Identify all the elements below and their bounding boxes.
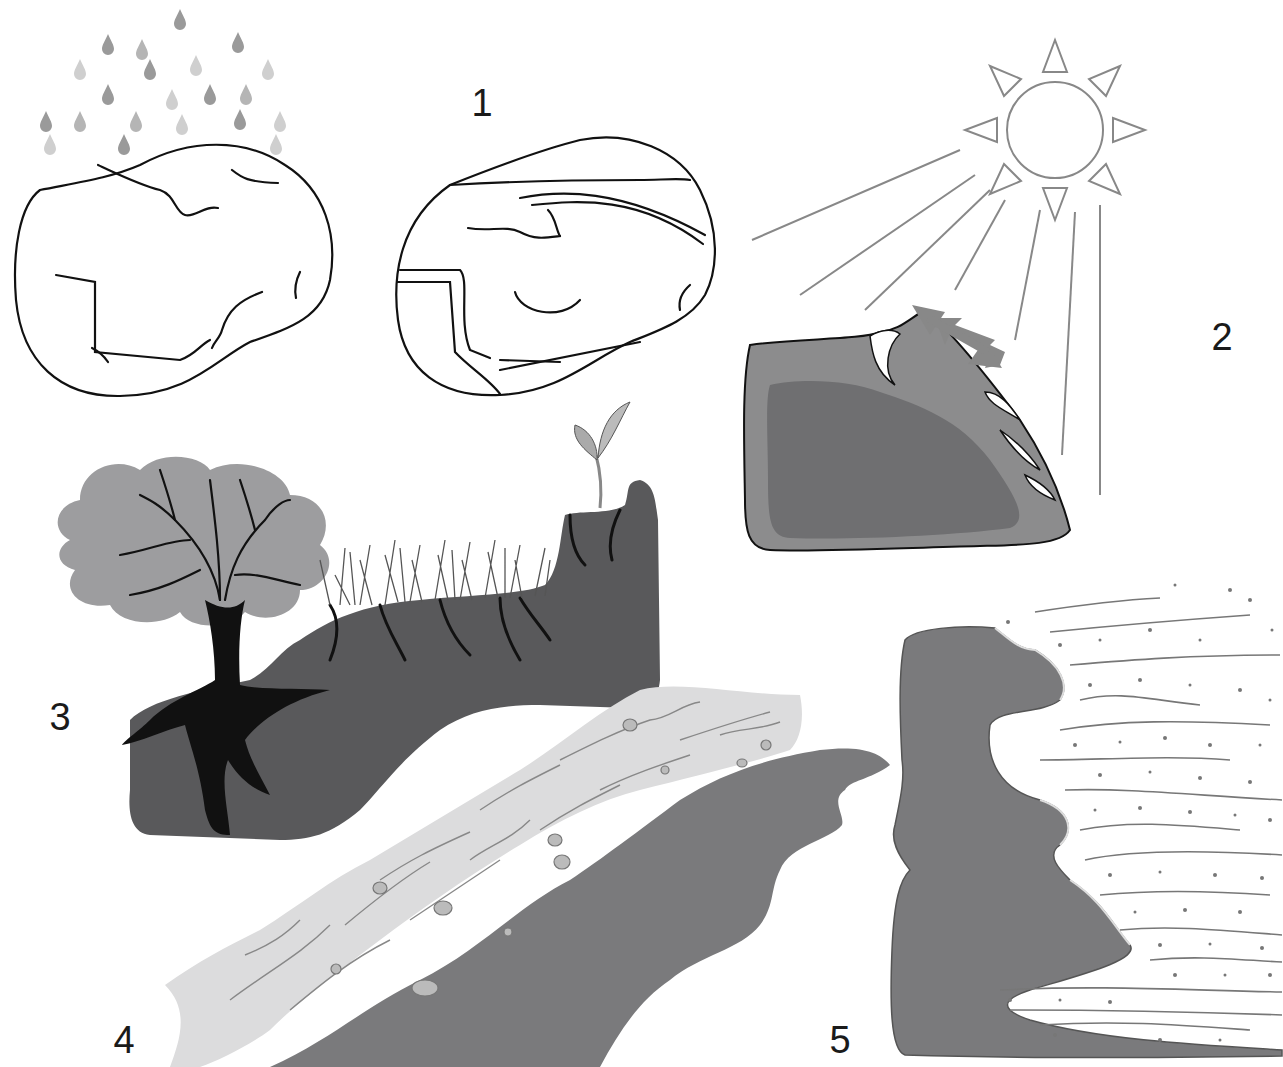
grass: [320, 540, 550, 605]
sprout: [575, 402, 630, 508]
rain-drops: [40, 9, 286, 155]
callout-number: 1: [471, 84, 492, 122]
callout-number: 4: [113, 1021, 134, 1059]
callout-number: 2: [1211, 318, 1232, 356]
wind-rock: [891, 627, 1282, 1057]
heated-rock: [744, 310, 1070, 551]
callout-number: 3: [49, 698, 70, 736]
callout-number: 5: [829, 1021, 850, 1059]
sand-grains: [1006, 584, 1274, 1043]
cracked-rock: [396, 137, 715, 395]
sun-symbol: [965, 40, 1145, 220]
expansion-arrow: [912, 305, 1005, 368]
stream: [165, 687, 890, 1067]
tree: [58, 457, 330, 835]
rock-outline: [15, 145, 332, 396]
wind-lines: [1000, 598, 1282, 1030]
